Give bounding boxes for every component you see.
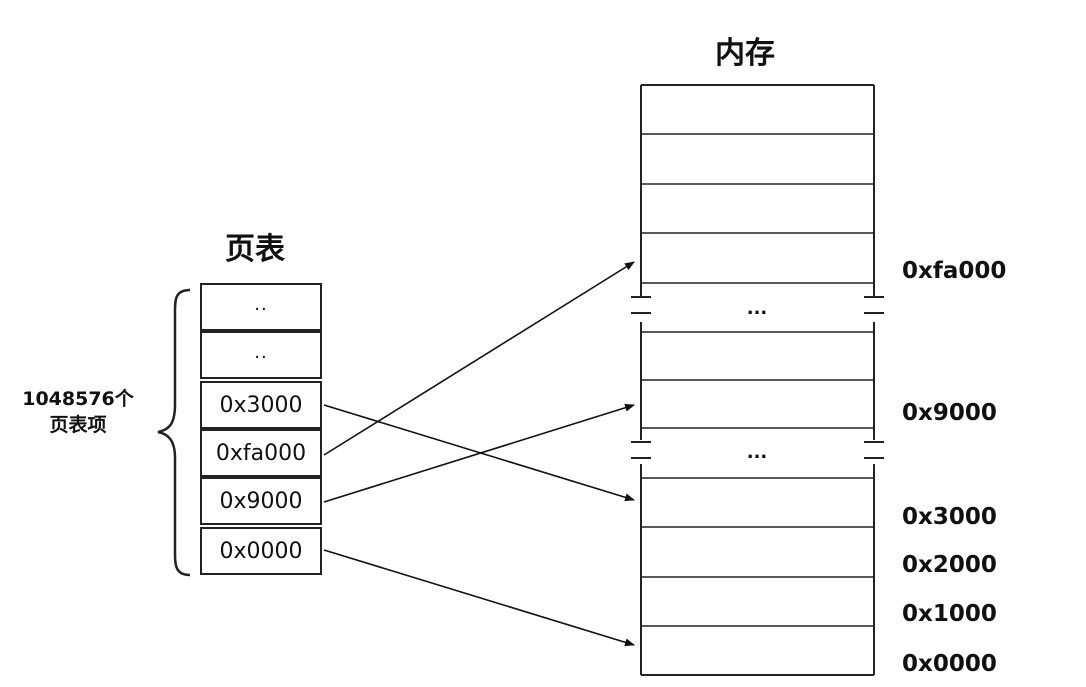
mapping-arrows bbox=[323, 261, 635, 647]
entry-count-brace bbox=[157, 288, 191, 577]
memory-block bbox=[640, 84, 875, 676]
entry-count-line2: 页表项 bbox=[49, 414, 107, 436]
page-table-entry: .. bbox=[200, 331, 322, 379]
memory-address-label: 0x1000 bbox=[902, 601, 997, 627]
entry-count-line1: 1048576个 bbox=[22, 388, 134, 410]
mapping-arrow-0x0000 bbox=[323, 549, 635, 647]
page-table-entry: 0x0000 bbox=[200, 527, 322, 575]
mapping-arrow-0xfa000 bbox=[323, 261, 635, 456]
memory-break-marks bbox=[631, 296, 884, 459]
mapping-arrow-0x3000 bbox=[323, 404, 635, 502]
memory-rows bbox=[641, 133, 874, 627]
memory-address-label: 0x0000 bbox=[902, 651, 997, 677]
page-table-entry: 0x9000 bbox=[200, 477, 322, 525]
memory-address-label: 0x2000 bbox=[902, 552, 997, 578]
page-table-entry: 0x3000 bbox=[200, 381, 322, 429]
memory-address-label: 0xfa000 bbox=[902, 258, 1007, 284]
mapping-arrow-0x9000 bbox=[323, 403, 635, 503]
memory-gap-label: ... bbox=[746, 442, 768, 463]
memory-gap-label: ... bbox=[746, 298, 768, 319]
page-table-entry: .. bbox=[200, 283, 322, 331]
memory-address-label: 0x3000 bbox=[902, 504, 997, 530]
memory-title: 内存 bbox=[715, 36, 775, 71]
page-table-title: 页表 bbox=[225, 232, 285, 267]
entry-count-label: 1048576个 页表项 bbox=[4, 386, 152, 438]
memory-address-label: 0x9000 bbox=[902, 400, 997, 426]
page-table-entry: 0xfa000 bbox=[200, 429, 322, 477]
